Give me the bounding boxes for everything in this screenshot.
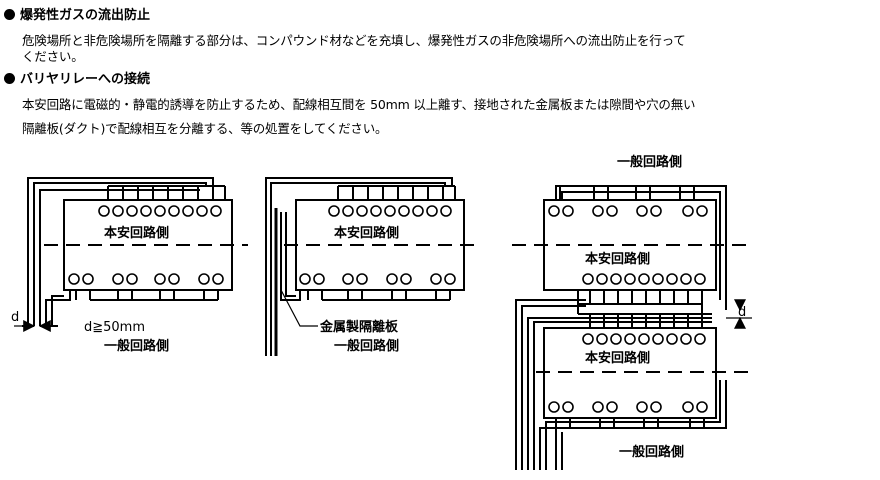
lower-bottom-circles	[548, 401, 708, 413]
section1-heading: 爆発性ガスの流出防止	[20, 8, 151, 23]
section2-heading: バリヤリレーへの接続	[20, 72, 151, 87]
top-terminal-circles	[98, 205, 222, 217]
diagram3-upper-box-label: 本安回路側	[585, 251, 650, 267]
wire	[39, 189, 200, 326]
diagram3: 一般回路側 本安回路側	[512, 154, 752, 470]
section1-body-line1: 危険場所と非危険場所を隔離する部分は、コンパウンド材などを充填し、爆発性ガスの非…	[22, 33, 686, 48]
wire	[521, 305, 586, 470]
wire	[555, 185, 727, 310]
section1-heading-row: 爆発性ガスの流出防止	[4, 4, 150, 23]
wire	[265, 177, 453, 356]
top-terminals	[107, 185, 226, 200]
diagram1-bottom-label: 一般回路側	[104, 338, 169, 354]
diagram2-bottom-label: 一般回路側	[334, 338, 399, 354]
wire	[285, 212, 296, 297]
diagram2-plate-label: 金属製隔離板	[319, 319, 399, 335]
bottom-terminal-circles	[299, 273, 456, 285]
section1-body-line2: ください。	[22, 49, 84, 64]
top-terminal-circles	[328, 205, 452, 217]
wire	[539, 380, 727, 470]
bottom-terminals	[75, 290, 219, 301]
wire	[533, 321, 712, 470]
diagram2: 本安回路側 金属製隔離板 一般回路側	[265, 177, 478, 356]
top-terminals	[559, 186, 695, 200]
wire	[27, 177, 214, 326]
wire	[33, 182, 207, 326]
diagram3-top-label: 一般回路側	[617, 154, 682, 170]
diagram1-dim-label: d	[11, 310, 19, 325]
wire	[51, 295, 64, 326]
wire	[515, 299, 586, 470]
upper-top-circles	[548, 205, 708, 217]
top-terminals	[337, 185, 456, 200]
bottom-terminals	[307, 290, 451, 301]
wire	[280, 212, 301, 301]
diagram3-lower-box-label: 本安回路側	[585, 350, 650, 366]
diagram1: d 本安回路側 d≧50mm 一般回路側	[11, 177, 248, 354]
wire	[527, 317, 712, 470]
bottom-terminal-circles	[68, 273, 224, 285]
diagram3-bottom-label: 一般回路側	[619, 444, 684, 460]
upper-bottom-circles	[582, 273, 706, 285]
section2-body-line2: 隔離板(ダクト)で配線相互を分離する、等の処置をしてください。	[22, 121, 388, 136]
diagram2-box-label: 本安回路側	[334, 225, 399, 241]
wire	[270, 182, 446, 356]
diagram1-box-label: 本安回路側	[104, 225, 169, 241]
wire	[45, 290, 71, 326]
section2-heading-row: バリヤリレーへの接続	[4, 68, 150, 87]
section2-body-line1: 本安回路に電磁的・静電的誘導を防止するため、配線相互間を 50mm 以上離す、接…	[22, 97, 696, 112]
lower-top-circles	[582, 333, 706, 345]
bullet-icon	[4, 9, 15, 20]
diagram1-dim-condition: d≧50mm	[84, 320, 145, 335]
leader-line	[280, 289, 318, 327]
wire	[545, 380, 721, 470]
diagram3-dim-label: d	[738, 305, 746, 320]
bullet-icon	[4, 73, 15, 84]
